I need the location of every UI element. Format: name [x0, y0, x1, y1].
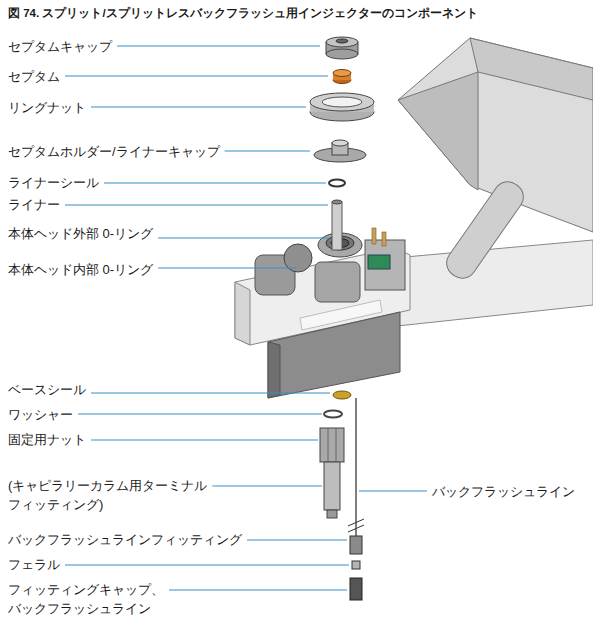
figure-title: 図 74. スプリット/スプリットレスバックフラッシュ用インジェクターのコンポー… [8, 4, 478, 23]
leader-line [359, 490, 427, 491]
leader-line [247, 539, 347, 540]
leader-line [117, 45, 320, 46]
leader-line [158, 237, 330, 238]
part-label: フェラル [8, 555, 60, 574]
part-label: フィッティングキャップ、 バックフラッシュライン [8, 580, 183, 618]
leader-line [78, 413, 322, 414]
leader-line [225, 150, 310, 151]
leader-line [91, 392, 330, 393]
part-label: セプタム [8, 67, 60, 86]
leader-line [212, 485, 322, 486]
leader-line [91, 106, 306, 107]
part-label: バックフラッシュライン [432, 482, 575, 501]
part-label: ライナー [8, 195, 60, 214]
part-label: 本体ヘッド内部 0-リング [8, 260, 153, 279]
leader-line [169, 589, 347, 590]
leader-line [65, 564, 349, 565]
leader-line [158, 267, 296, 268]
part-label: ライナーシール [8, 173, 99, 192]
part-label: ベースシール [8, 380, 86, 399]
leader-line [104, 182, 326, 183]
leader-line [65, 75, 328, 76]
leader-line [65, 204, 328, 205]
part-label: ワッシャー [8, 405, 73, 424]
part-label: セプタムキャップ [8, 37, 112, 56]
part-label: バックフラッシュラインフィッティング [8, 530, 242, 549]
part-label: 本体ヘッド外部 0-リング [8, 224, 153, 243]
part-label: リングナット [8, 98, 86, 117]
part-label: (キャピラリーカラム用ターミナル フィッティング) [8, 476, 228, 514]
part-label: セプタムホルダー/ライナーキャップ [8, 142, 220, 161]
part-label: 固定用ナット [8, 430, 86, 449]
leader-line [91, 439, 318, 440]
